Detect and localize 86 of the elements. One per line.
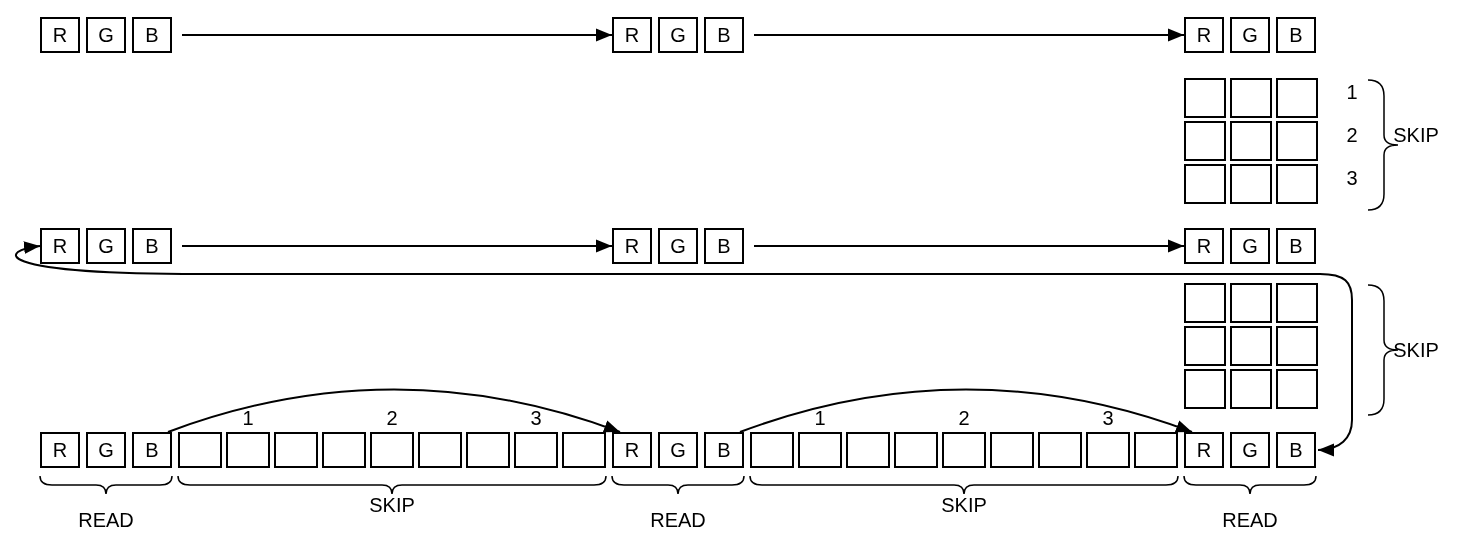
memory-cell [1230,369,1272,409]
memory-cell: R [40,432,80,468]
memory-cell: R [40,17,80,53]
arrow [753,28,1185,42]
memory-cell: B [132,228,172,264]
memory-cell [1276,78,1318,118]
memory-cell [1184,121,1226,161]
read-label: READ [78,508,134,532]
read-label: READ [1222,508,1278,532]
memory-cell: R [612,17,652,53]
arrow [181,28,613,42]
memory-cell [1276,121,1318,161]
memory-cell: R [1184,228,1224,264]
memory-cell [1230,164,1272,204]
index-number: 2 [958,406,970,430]
memory-cell [1230,283,1272,323]
index-number: 2 [386,406,398,430]
memory-cell: G [658,432,698,468]
index-number: 3 [530,406,542,430]
memory-cell: R [40,228,80,264]
memory-cell [1184,164,1226,204]
memory-cell [1184,283,1226,323]
memory-cell [370,432,414,468]
skip-label: SKIP [1393,338,1439,362]
read-label: READ [650,508,706,532]
memory-cell [466,432,510,468]
index-number: 2 [1346,123,1358,147]
memory-cell: G [1230,228,1270,264]
memory-cell [322,432,366,468]
memory-cell: G [658,17,698,53]
memory-cell: B [132,432,172,468]
memory-cell [1184,78,1226,118]
memory-cell [1276,326,1318,366]
memory-cell: G [1230,17,1270,53]
memory-cell [1276,369,1318,409]
memory-cell [990,432,1034,468]
memory-cell [226,432,270,468]
memory-cell: B [704,17,744,53]
skip-label: SKIP [941,493,987,517]
memory-cell [750,432,794,468]
arrow [14,242,1353,456]
memory-cell [1038,432,1082,468]
memory-cell: B [1276,228,1316,264]
memory-cell [1134,432,1178,468]
arrow [753,239,1185,253]
memory-cell [846,432,890,468]
skip-label: SKIP [369,493,415,517]
memory-cell [894,432,938,468]
memory-cell [942,432,986,468]
index-number: 1 [1346,80,1358,104]
memory-cell [1184,326,1226,366]
memory-cell: B [132,17,172,53]
memory-cell [1230,326,1272,366]
memory-cell: G [86,228,126,264]
arrow [181,239,613,253]
memory-cell [274,432,318,468]
memory-cell [178,432,222,468]
index-number: 1 [242,406,254,430]
memory-cell: G [86,432,126,468]
memory-cell [798,432,842,468]
memory-cell [1276,164,1318,204]
arrow [167,388,621,433]
index-number: 3 [1346,166,1358,190]
skip-label: SKIP [1393,123,1439,147]
memory-cell: G [658,228,698,264]
memory-cell [418,432,462,468]
memory-cell: B [1276,17,1316,53]
memory-cell: G [1230,432,1270,468]
memory-cell: B [704,228,744,264]
index-number: 3 [1102,406,1114,430]
memory-cell [562,432,606,468]
memory-cell [1230,78,1272,118]
memory-cell: B [1276,432,1316,468]
memory-cell [1276,283,1318,323]
memory-cell [1230,121,1272,161]
memory-cell: R [1184,432,1224,468]
memory-cell [1086,432,1130,468]
memory-cell: G [86,17,126,53]
memory-cell: R [612,228,652,264]
memory-cell: R [612,432,652,468]
arrow [739,388,1193,433]
memory-cell: R [1184,17,1224,53]
index-number: 1 [814,406,826,430]
memory-cell [514,432,558,468]
memory-cell: B [704,432,744,468]
memory-cell [1184,369,1226,409]
